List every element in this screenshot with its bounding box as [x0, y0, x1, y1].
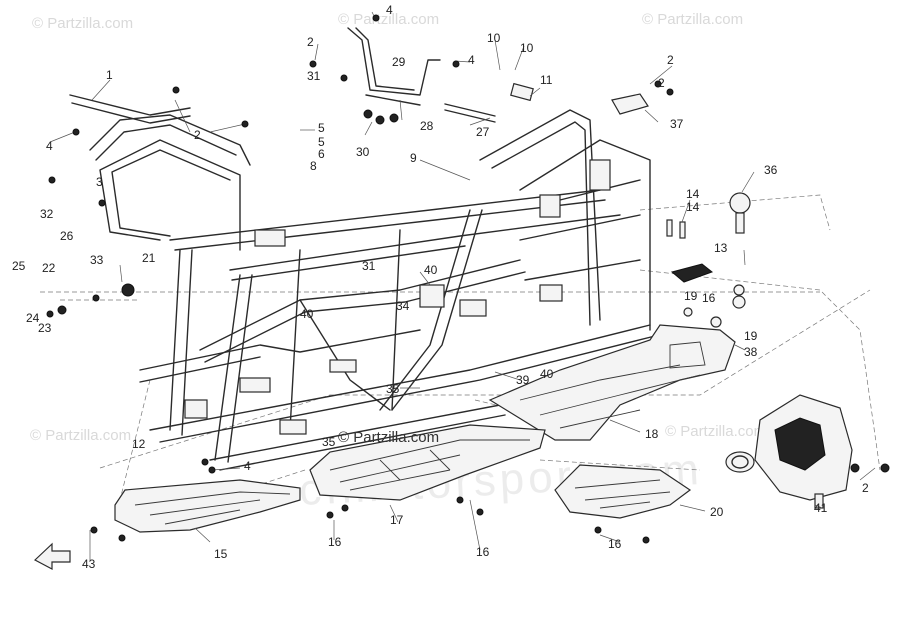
- bolt-36: [729, 192, 751, 234]
- callout-4b: 4: [244, 459, 251, 473]
- callout-33: 33: [90, 253, 104, 267]
- callout-41: 41: [814, 501, 828, 515]
- callout-28: 28: [420, 119, 434, 133]
- callout-16a: 16: [328, 535, 342, 549]
- callout-2a: 2: [194, 128, 201, 142]
- callout-2e: 2: [658, 76, 665, 90]
- callout-19b: 19: [744, 329, 758, 343]
- callout-40b: 40: [300, 307, 314, 321]
- front-direction-arrow-icon: [33, 542, 71, 570]
- callout-17: 17: [390, 513, 404, 527]
- callout-37: 37: [670, 117, 684, 131]
- callout-22: 22: [42, 261, 56, 275]
- bracket-37: [611, 93, 649, 115]
- callout-36: 36: [764, 163, 778, 177]
- callout-43: 43: [82, 557, 96, 571]
- callout-3: 3: [96, 175, 103, 189]
- callout-20: 20: [710, 505, 724, 519]
- callout-21: 21: [142, 251, 156, 265]
- callout-2b: 2: [307, 35, 314, 49]
- callout-31b: 31: [362, 259, 376, 273]
- callout-30: 30: [356, 145, 370, 159]
- callout-5a: 5: [318, 121, 325, 135]
- callout-34: 34: [396, 299, 410, 313]
- air-box: [725, 394, 853, 509]
- hardware-fasteners: [46, 14, 890, 544]
- callout-40c: 40: [540, 367, 554, 381]
- callout-35a: 35: [386, 382, 400, 396]
- watermark-top-center: © Partzilla.com: [338, 11, 439, 28]
- callout-16c: 16: [608, 537, 622, 551]
- skid-plate-right: [554, 464, 692, 519]
- callout-39: 39: [516, 373, 530, 387]
- bracket-13: [666, 219, 746, 328]
- callout-4d: 4: [386, 3, 393, 17]
- callout-38: 38: [744, 345, 758, 359]
- watermark-top-right: © Partzilla.com: [642, 11, 743, 28]
- rod-27: [444, 103, 496, 117]
- skid-plate-rear: [488, 324, 736, 441]
- rod-27-lower: [444, 109, 496, 123]
- callout-35b: 35: [322, 435, 336, 449]
- callout-25: 25: [12, 259, 26, 273]
- callout-16b: 16: [476, 545, 490, 559]
- callout-19a: 19: [684, 289, 698, 303]
- callout-8: 8: [310, 159, 317, 173]
- clip-11: [510, 82, 534, 102]
- watermark-mid-right: © Partzilla.com: [665, 423, 766, 440]
- callout-4c: 4: [468, 53, 475, 67]
- front-rack-bar: [69, 94, 251, 166]
- callout-40a: 40: [424, 263, 438, 277]
- skid-plate-front: [114, 479, 301, 533]
- callout-11: 11: [540, 73, 553, 87]
- callout-10b: 10: [520, 41, 534, 55]
- callout-31a: 31: [307, 69, 321, 83]
- callout-23: 23: [38, 321, 52, 335]
- callout-2d: 2: [862, 481, 869, 495]
- watermark-mid-left: © Partzilla.com: [30, 427, 131, 444]
- callout-24: 24: [26, 311, 40, 325]
- callout-9: 9: [410, 151, 417, 165]
- callout-32: 32: [40, 207, 54, 221]
- callout-10a: 10: [487, 31, 501, 45]
- callout-5b: 5: [318, 135, 325, 149]
- callout-2c: 2: [667, 53, 674, 67]
- skid-plate-middle: [309, 424, 546, 501]
- callout-6: 6: [318, 147, 325, 161]
- callout-14b: 14: [686, 200, 700, 214]
- callout-14a: 14: [686, 187, 700, 201]
- callout-labels: 1 2 2 2 2 2 3 4 4 4 4 5 5 6 8 9 10 10 11…: [12, 3, 869, 571]
- watermark-top-left: © Partzilla.com: [32, 15, 133, 32]
- callout-1: 1: [106, 68, 113, 82]
- callout-27: 27: [476, 125, 490, 139]
- callout-29: 29: [392, 55, 406, 69]
- callout-4a: 4: [46, 139, 53, 153]
- watermark-center: © Partzilla.com: [338, 429, 439, 446]
- callout-26: 26: [60, 229, 74, 243]
- callout-18: 18: [645, 427, 659, 441]
- callout-15: 15: [214, 547, 228, 561]
- callout-12: 12: [132, 437, 146, 451]
- callout-16d: 16: [702, 291, 716, 305]
- callout-13: 13: [714, 241, 728, 255]
- rear-bracket: [347, 27, 441, 106]
